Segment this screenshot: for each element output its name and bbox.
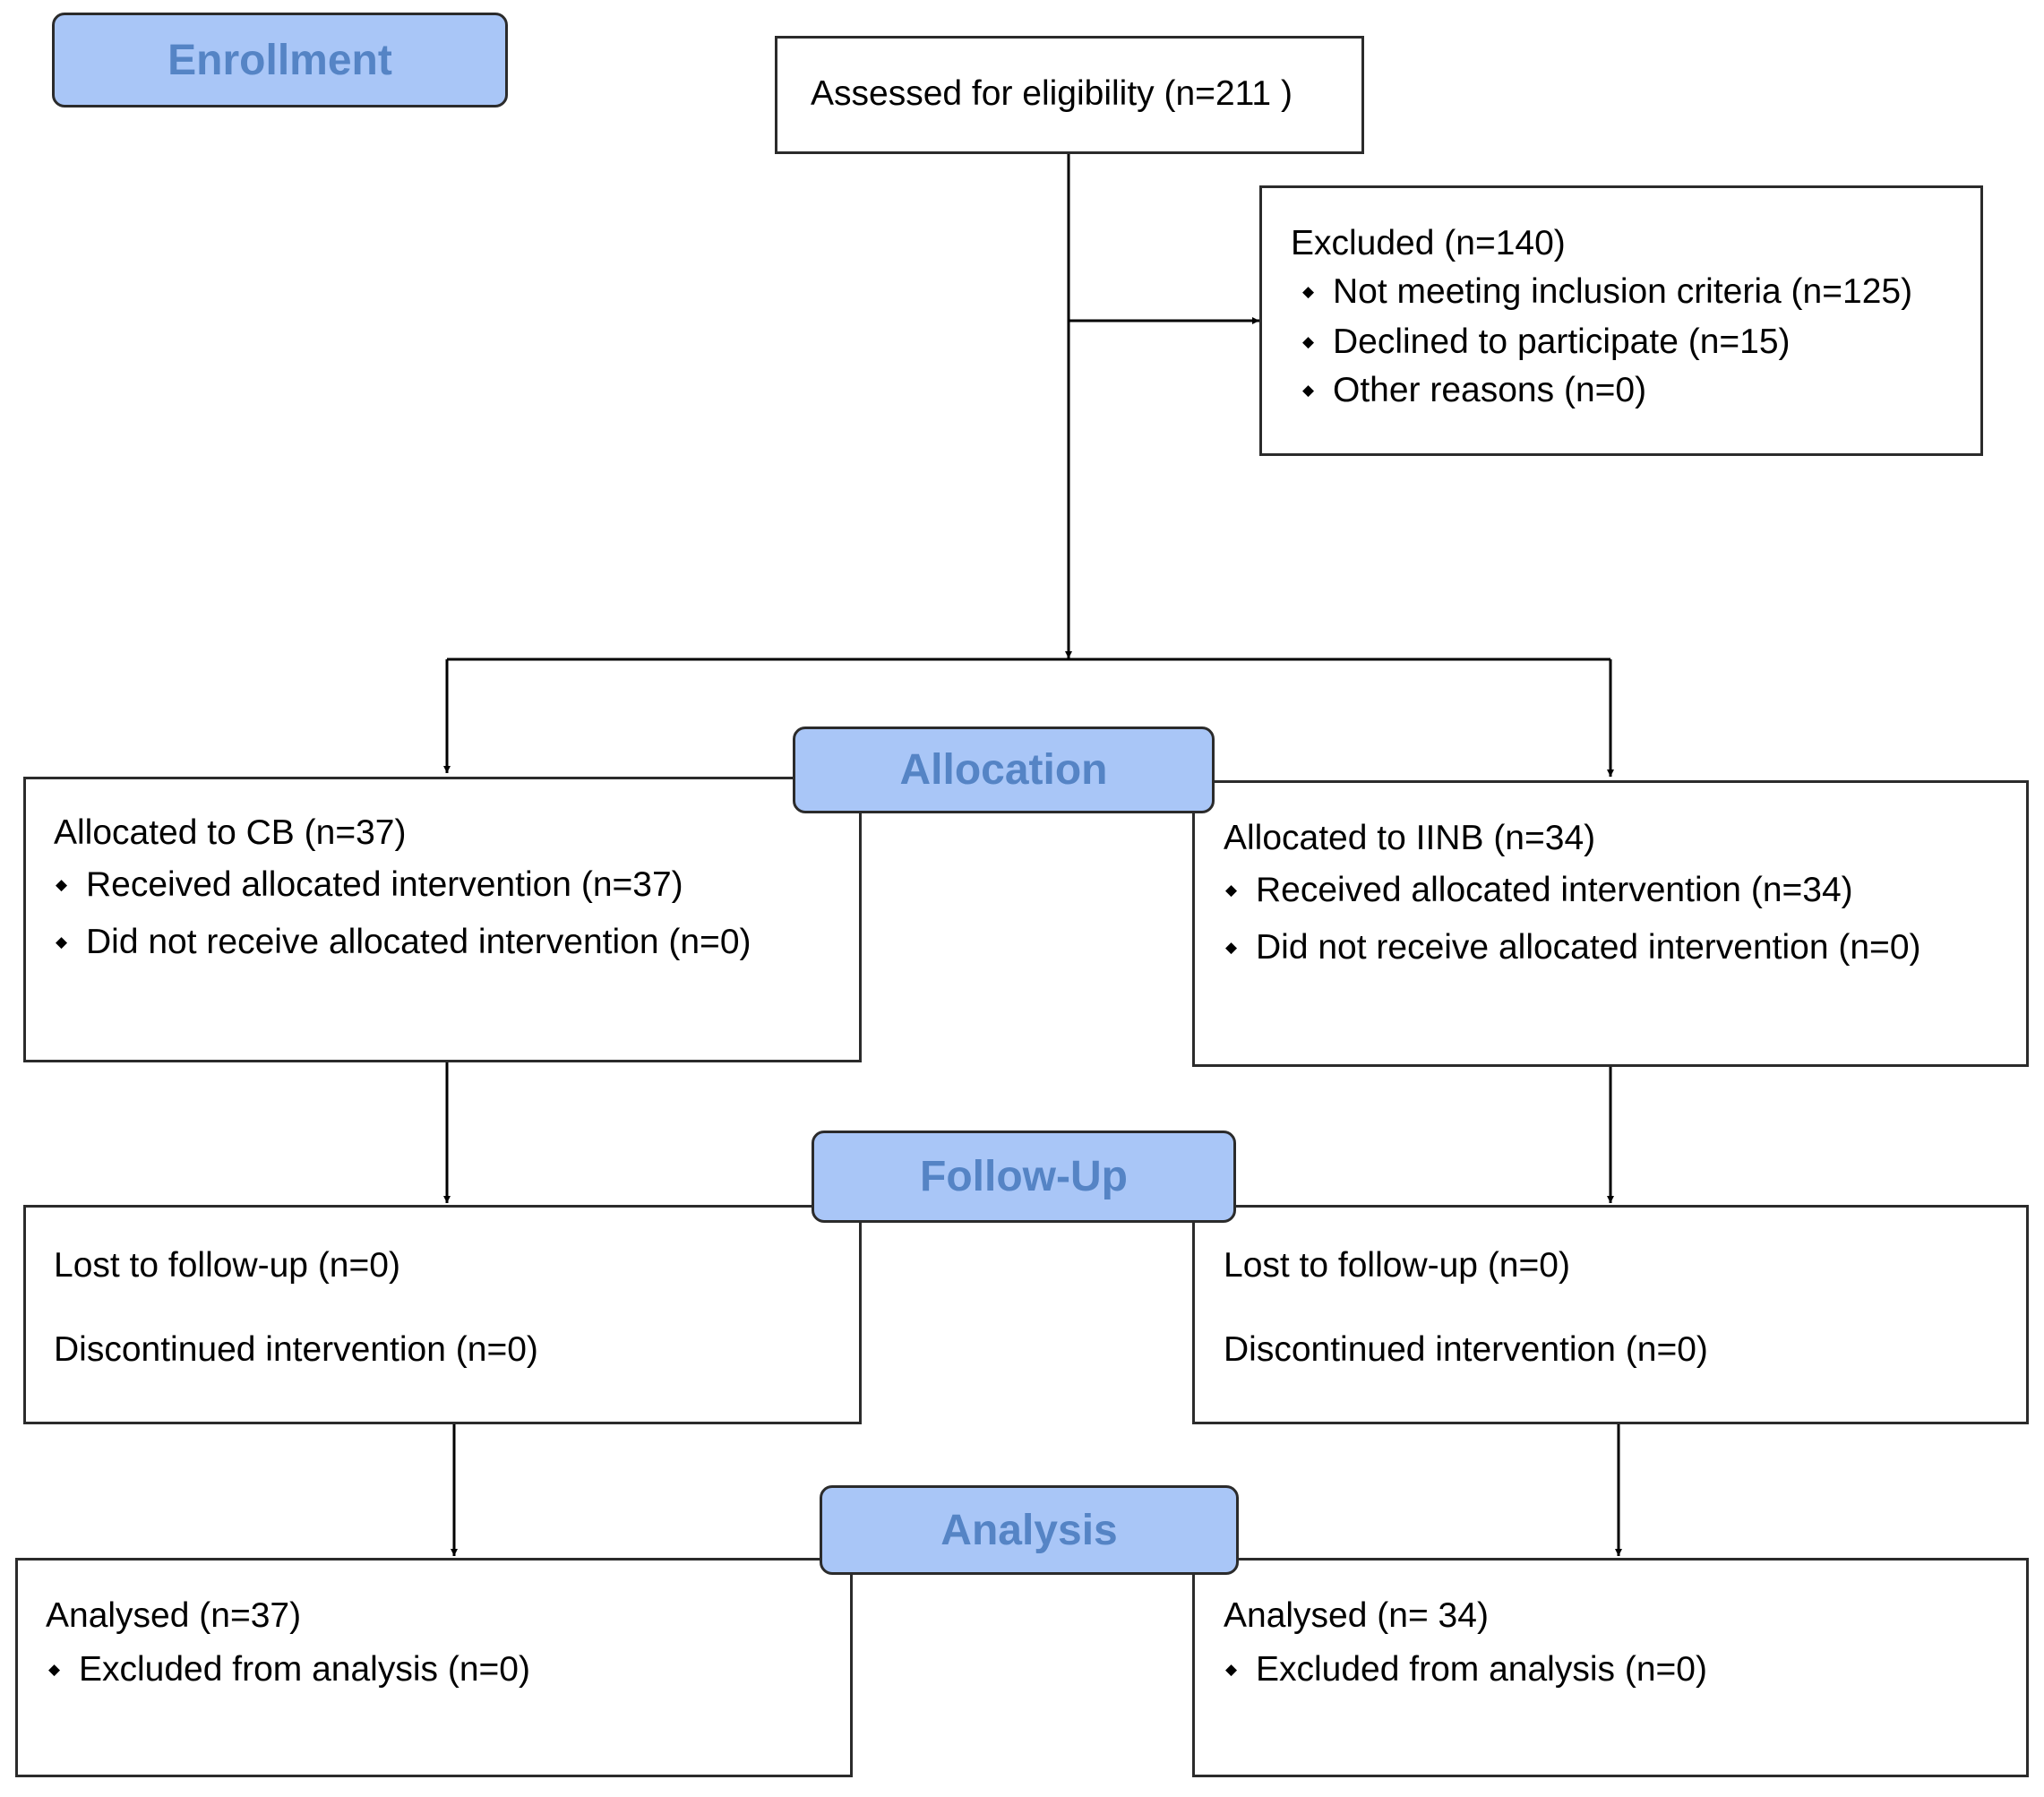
allocation-right-title: Allocated to IINB (n=34) xyxy=(1224,819,1596,857)
excluded-item: Declined to participate (n=15) xyxy=(1302,324,1791,359)
followup-right-lost: Lost to follow-up (n=0) xyxy=(1224,1246,1570,1285)
followup-right-box: Lost to follow-up (n=0) Discontinued int… xyxy=(1192,1205,2029,1424)
excluded-box: Excluded (n=140) Not meeting inclusion c… xyxy=(1259,185,1983,456)
followup-left-lost: Lost to follow-up (n=0) xyxy=(54,1246,400,1285)
allocation-left-box: Allocated to CB (n=37) Received allocate… xyxy=(23,777,862,1062)
excluded-item: Not meeting inclusion criteria (n=125) xyxy=(1302,274,1912,309)
allocation-label: Allocation xyxy=(793,727,1215,813)
analysis-left-item: Excluded from analysis (n=0) xyxy=(48,1652,530,1687)
allocation-right-item: Received allocated intervention (n=34) xyxy=(1225,873,1853,907)
analysis-left-box: Analysed (n=37) Excluded from analysis (… xyxy=(15,1558,853,1777)
analysis-right-box: Analysed (n= 34) Excluded from analysis … xyxy=(1192,1558,2029,1777)
allocation-left-title: Allocated to CB (n=37) xyxy=(54,813,407,852)
analysis-left-title: Analysed (n=37) xyxy=(46,1596,302,1635)
excluded-title: Excluded (n=140) xyxy=(1291,224,1566,262)
followup-right-discontinued: Discontinued intervention (n=0) xyxy=(1224,1330,1708,1369)
assessed-text: Assessed for eligibility (n=211 ) xyxy=(811,74,1293,113)
analysis-right-title: Analysed (n= 34) xyxy=(1224,1596,1489,1635)
allocation-right-box: Allocated to IINB (n=34) Received alloca… xyxy=(1192,780,2029,1067)
analysis-right-item: Excluded from analysis (n=0) xyxy=(1225,1652,1707,1687)
analysis-label: Analysis xyxy=(820,1485,1239,1575)
allocation-left-item: Received allocated intervention (n=37) xyxy=(56,867,683,902)
followup-label: Follow-Up xyxy=(812,1131,1236,1223)
allocation-right-item: Did not receive allocated intervention (… xyxy=(1225,930,1920,965)
excluded-item: Other reasons (n=0) xyxy=(1302,373,1646,408)
allocation-left-item: Did not receive allocated intervention (… xyxy=(56,924,751,959)
enrollment-label: Enrollment xyxy=(52,13,508,107)
followup-left-box: Lost to follow-up (n=0) Discontinued int… xyxy=(23,1205,862,1424)
assessed-box: Assessed for eligibility (n=211 ) xyxy=(775,36,1364,154)
followup-left-discontinued: Discontinued intervention (n=0) xyxy=(54,1330,538,1369)
